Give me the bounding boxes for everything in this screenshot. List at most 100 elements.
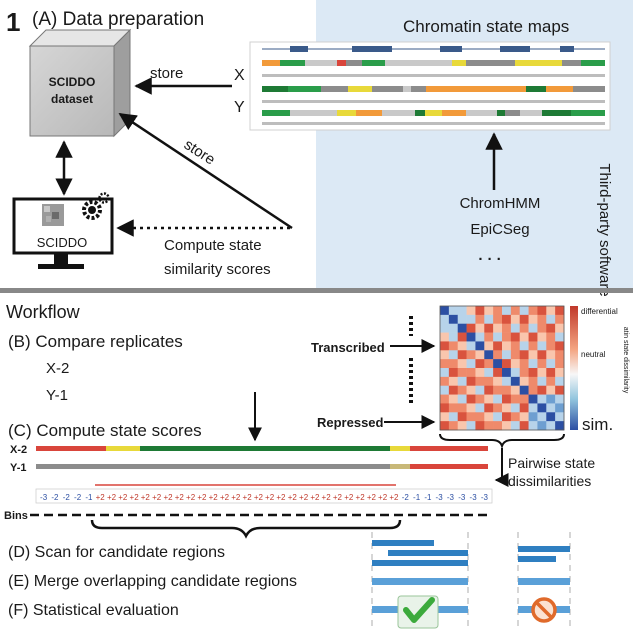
chromatin-state-block [505,110,520,116]
software-item-more: · · · [478,251,501,268]
score-value: +2 [254,493,264,502]
chromatin-state-block [262,60,280,66]
chromatin-state-block [466,110,497,116]
chromatin-state-block [305,60,337,66]
heatmap-cell [502,350,512,360]
dataset-cube-icon [28,28,132,138]
heatmap-cell [493,385,503,395]
heatmap-cell [519,341,529,351]
heatmap-cell [493,332,503,342]
heatmap-cell [457,350,467,360]
heatmap-cell [475,314,485,325]
heatmap-cell [528,341,538,351]
score-value: +2 [220,493,230,502]
chromatin-state-block [577,74,605,77]
heatmap-cell [493,421,503,431]
chromatin-state-block [426,86,448,92]
store-arrow-compute [118,112,293,230]
repressed-label: Repressed [317,415,384,430]
chromatin-state-block [309,100,343,103]
chromatin-state-tracks [249,41,611,131]
heatmap-cell [537,385,547,395]
heatmap-cell [457,314,467,325]
heatmap-cell [546,412,556,422]
chromatin-state-block [546,86,573,92]
chromatin-state-block [331,86,348,92]
replicate-1: X-2 [46,360,69,377]
heatmap-cell [440,376,450,387]
heatmap-cell [555,314,565,325]
score-value: +2 [344,493,354,502]
dataset-label-line2: dataset [51,92,93,106]
heatmap-cell [466,403,476,413]
chromatin-state-block [550,60,562,66]
chromatin-state-block [423,122,444,125]
heatmap-cell [519,376,529,387]
check-icon [397,595,439,629]
score-value: -3 [470,493,478,502]
heatmap-cell [457,394,467,404]
chromatin-state-block [372,86,403,92]
heatmap-cell [475,394,485,404]
step-f-label: (F) Statistical evaluation [8,602,179,619]
heatmap-cell [537,323,547,333]
heatmap-cell [546,376,556,387]
heatmap-cell [466,421,476,431]
heatmap-cell [440,332,450,342]
chromatin-state-block [472,122,507,125]
heatmap-cell [466,412,476,422]
heatmap-cell [466,350,476,360]
chromatin-state-block [262,122,294,125]
heatmap-cell [546,421,556,431]
heatmap-cell [537,306,547,316]
score-value: +2 [163,493,173,502]
chromatin-state-block [362,74,382,77]
store-label-2: store [181,136,218,168]
heatmap-cell [519,403,529,413]
chromatin-state-block [519,122,538,125]
score-value: +2 [186,493,196,502]
heatmap-cell [448,350,459,360]
dataset-label-line1: SCIDDO [49,75,96,89]
chromatin-state-block [288,86,321,92]
heatmap-cell [528,368,538,378]
chromatin-state-block [562,60,581,66]
heatmap-cell [546,403,556,413]
score-value: -3 [458,493,466,502]
chromatin-maps-title: Chromatin state maps [403,17,569,36]
chromatin-state-block [538,122,564,125]
heatmap-cell [457,376,467,387]
heatmap-cell [555,306,565,316]
score-value: +2 [141,493,151,502]
heatmap-cell [555,403,565,413]
chromatin-state-block [342,122,372,125]
heatmap-cell [466,385,476,395]
heatmap-cell [546,314,556,325]
score-value: -2 [63,493,71,502]
chromatin-state-block [538,74,554,77]
heatmap-cell [448,341,459,351]
chromatin-state-block [487,60,515,66]
heatmap-cell [519,394,529,404]
heatmap-cell [546,332,556,342]
chromatin-state-block [520,110,542,116]
chromatin-state-block [382,74,409,77]
heatmap-cell [546,394,556,404]
heatmap-cell [493,368,503,378]
heatmap-cell [466,368,476,378]
chromatin-state-block [425,110,442,116]
chromatin-state-block [382,110,415,116]
bins-label: Bins [4,510,28,522]
chromatin-state-block [507,100,544,103]
heatmap-cell [484,385,494,395]
heatmap-cell [537,359,547,369]
score-value: +2 [243,493,253,502]
chromatin-state-block [262,86,288,92]
chromatin-state-block [454,100,477,103]
heatmap-cell [510,341,521,351]
chromatin-state-block [262,100,282,103]
heatmap-cell [510,323,521,333]
heatmap-cell [510,368,521,378]
score-value: +2 [231,493,241,502]
chromatin-state-block [497,110,505,116]
